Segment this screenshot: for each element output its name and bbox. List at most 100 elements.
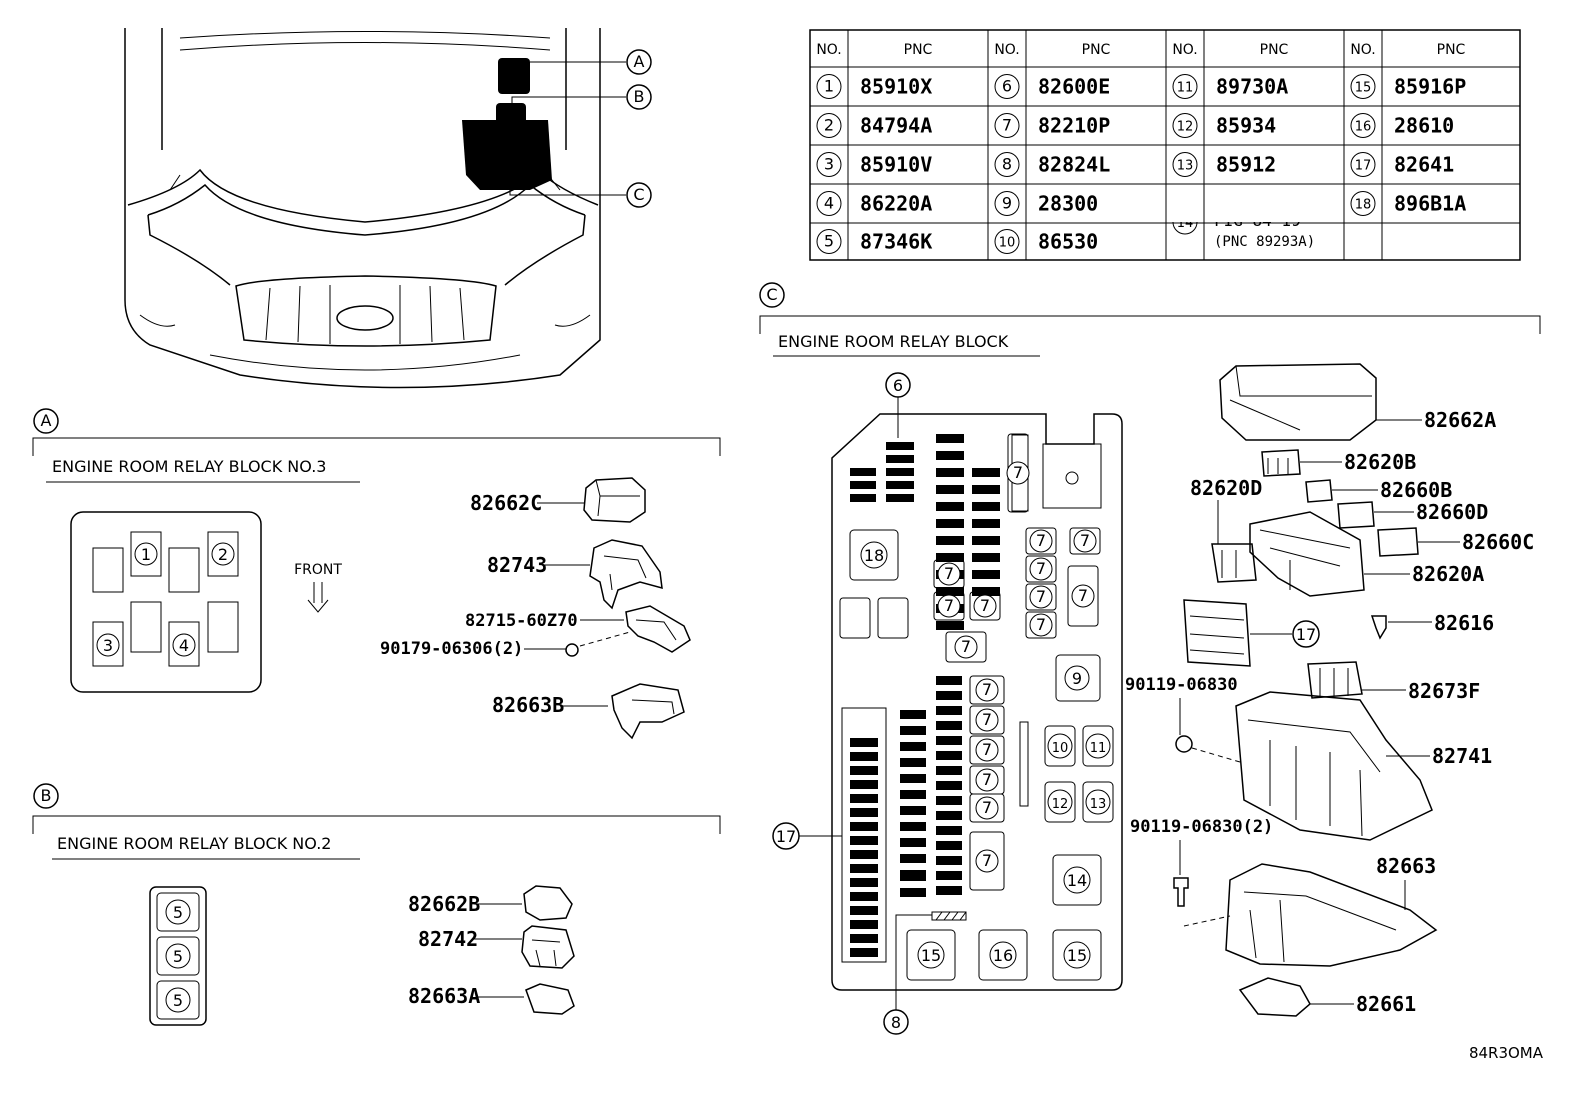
row-pnc: 82600E (1038, 75, 1110, 99)
relay-7-label: 7 (980, 596, 990, 615)
row-no-circle (1172, 74, 1198, 99)
c-6: 6 (893, 376, 903, 395)
mini-fuse (850, 481, 876, 489)
relay-7-box (1025, 555, 1057, 583)
mini-fuse (900, 822, 926, 831)
slot-5-mid: 5 (173, 947, 183, 966)
relay-7-circle (1006, 461, 1030, 485)
row-no: 1 (824, 77, 834, 96)
front-label: FRONT (294, 562, 342, 578)
relay-7-circle (937, 594, 961, 618)
section-c-title: ENGINE ROOM RELAY BLOCK (778, 332, 1009, 351)
row-no: 4 (824, 194, 834, 213)
relay-7-label: 7 (961, 637, 971, 656)
mini-fuse (936, 434, 964, 443)
relay-7-circle (975, 738, 999, 762)
relay-7-label: 7 (1036, 559, 1046, 578)
c-12: 12 (1052, 797, 1069, 812)
part-82660C: 82660C (1462, 530, 1534, 554)
relay-7-label: 7 (1078, 586, 1088, 605)
mini-fuse (936, 706, 962, 715)
row-no-circle (994, 191, 1020, 216)
mini-fuse (936, 886, 962, 895)
mini-fuse (936, 736, 962, 745)
mini-fuse (850, 808, 878, 817)
mini-fuse (850, 738, 878, 747)
relay-7-label: 7 (944, 596, 954, 615)
mini-fuse (900, 726, 926, 735)
row-no-circle (1350, 113, 1376, 138)
relay-7-circle (1073, 529, 1097, 553)
diagram-code: 84R3OMA (1469, 1044, 1544, 1062)
header-no: NO. (1172, 42, 1197, 58)
mini-fuse (850, 850, 878, 859)
row-no: 17 (1355, 159, 1372, 174)
relay-7-box (933, 591, 965, 621)
relay-7-label: 7 (982, 710, 992, 729)
mini-fuse (972, 519, 1000, 528)
row-no: 12 (1177, 120, 1194, 135)
mini-fuse (936, 811, 962, 820)
mini-fuse (936, 451, 964, 460)
row-no-circle (994, 152, 1020, 177)
mini-fuse (972, 485, 1000, 494)
relay-7-box (969, 591, 1001, 621)
part-82662B: 82662B (408, 892, 480, 916)
mini-fuse (972, 536, 1000, 545)
part-82660D: 82660D (1416, 500, 1488, 524)
row-pnc: 82824L (1038, 153, 1110, 177)
row-pnc: 86220A (860, 192, 932, 216)
mini-fuse (850, 766, 878, 775)
part-82663A: 82663A (408, 984, 480, 1008)
c-9: 9 (1072, 669, 1082, 688)
callout-b-label: B (634, 87, 645, 106)
row-no: 11 (1177, 81, 1194, 96)
c-15-left: 15 (921, 946, 941, 965)
row-pnc-line: (PNC 89293A) (1214, 234, 1315, 250)
row-no: 6 (1002, 77, 1012, 96)
row-no-circle (816, 113, 842, 138)
row-no-circle (994, 74, 1020, 99)
row-no-circle (1350, 191, 1376, 216)
relay-7-label: 7 (982, 680, 992, 699)
mini-fuse (900, 774, 926, 783)
relay-7-label: 7 (1036, 587, 1046, 606)
relay-7-circle (975, 796, 999, 820)
row-pnc: 896B1A (1394, 192, 1466, 216)
row-no: 2 (824, 116, 834, 135)
row-no: 10 (999, 236, 1016, 251)
header-pnc: PNC (904, 42, 933, 58)
row-no-circle (994, 229, 1020, 254)
row-pnc: 85912 (1216, 153, 1276, 177)
relay-7-circle (1071, 584, 1095, 608)
row-pnc: 82641 (1394, 153, 1454, 177)
mini-fuse (850, 948, 878, 957)
relay-7-box (969, 705, 1005, 735)
row-no-circle (816, 74, 842, 99)
mini-fuse (936, 796, 962, 805)
callout-a-label: A (634, 52, 645, 71)
part-82663: 82663 (1376, 854, 1436, 878)
mini-fuse (900, 838, 926, 847)
row-no: 3 (824, 155, 834, 174)
relay-7-label: 7 (1080, 531, 1090, 550)
part-82742: 82742 (418, 927, 478, 951)
c-14: 14 (1067, 871, 1087, 890)
vehicle-front-illustration (124, 28, 601, 389)
row-pnc: 89730A (1216, 75, 1288, 99)
row-no: 18 (1355, 198, 1372, 213)
mini-fuse (936, 721, 962, 730)
mini-fuse (886, 442, 914, 450)
mini-fuse (936, 691, 962, 700)
relay-7-box (969, 831, 1005, 891)
slot-5-bottom: 5 (173, 991, 183, 1010)
mini-fuse (900, 888, 926, 897)
relay-7-box (945, 631, 987, 663)
relay-7-circle (1029, 529, 1053, 553)
mini-fuse (850, 822, 878, 831)
relay-7-circle (973, 594, 997, 618)
mini-fuse (936, 751, 962, 760)
mini-fuse (936, 621, 964, 630)
